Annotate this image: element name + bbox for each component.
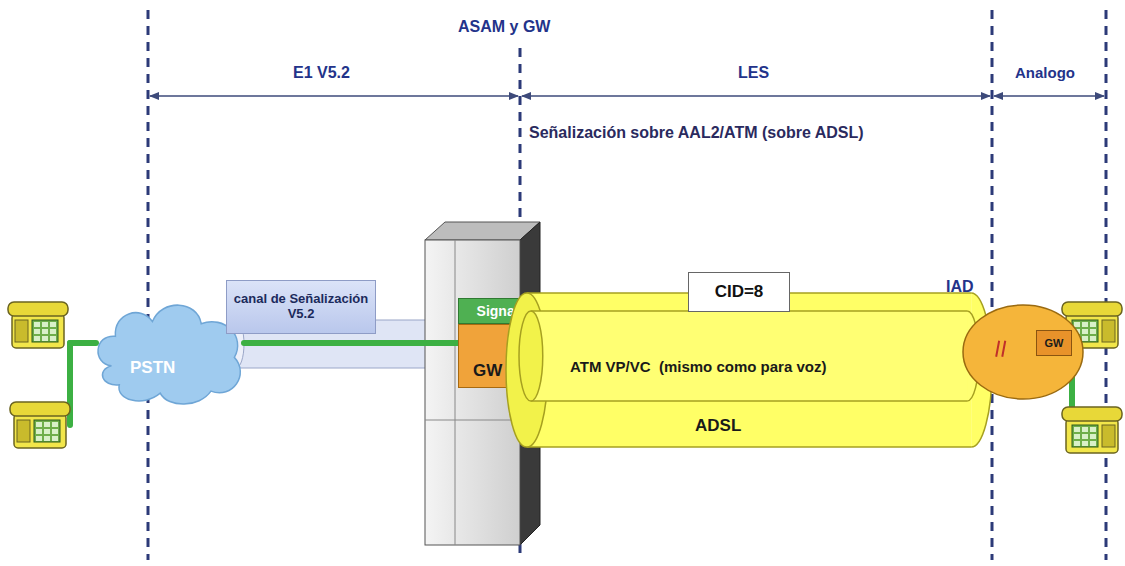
- node-text: canal de Señalización V5.2: [231, 292, 371, 322]
- span-label: LES: [735, 64, 772, 82]
- adsl-tube: ADSL ATM VP/VC (mismo como para voz): [505, 292, 993, 448]
- node-text: ATM VP/VC (mismo como para voz): [570, 358, 826, 375]
- pstn-cloud-outline: [92, 292, 248, 408]
- boundary-lines: [148, 10, 1106, 560]
- node-text: GW: [473, 361, 502, 381]
- pstn-cloud: PSTN: [92, 292, 248, 408]
- channel-box: canal de Señalización V5.2: [226, 280, 376, 334]
- span-label: Analogo: [1012, 64, 1078, 81]
- iad-device: IADGW: [962, 304, 1084, 400]
- title: ASAM y GW: [455, 18, 553, 36]
- node-text: ADSL: [695, 416, 741, 436]
- node-text: PSTN: [130, 358, 175, 378]
- atm-tube: ATM VP/VC (mismo como para voz): [518, 310, 980, 402]
- span-label: E1 V5.2: [290, 64, 353, 82]
- iad-gateway-box: GW: [1036, 330, 1072, 356]
- signalling-note: Señalización sobre AAL2/ATM (sobre ADSL): [526, 124, 867, 142]
- callout-box: CID=8: [688, 272, 790, 312]
- node-text: GW: [1045, 337, 1064, 350]
- span-arrows: [150, 95, 1104, 97]
- atm-tube-outline: [518, 310, 980, 402]
- node-text: CID=8: [715, 282, 764, 302]
- node-text: IAD: [946, 278, 974, 296]
